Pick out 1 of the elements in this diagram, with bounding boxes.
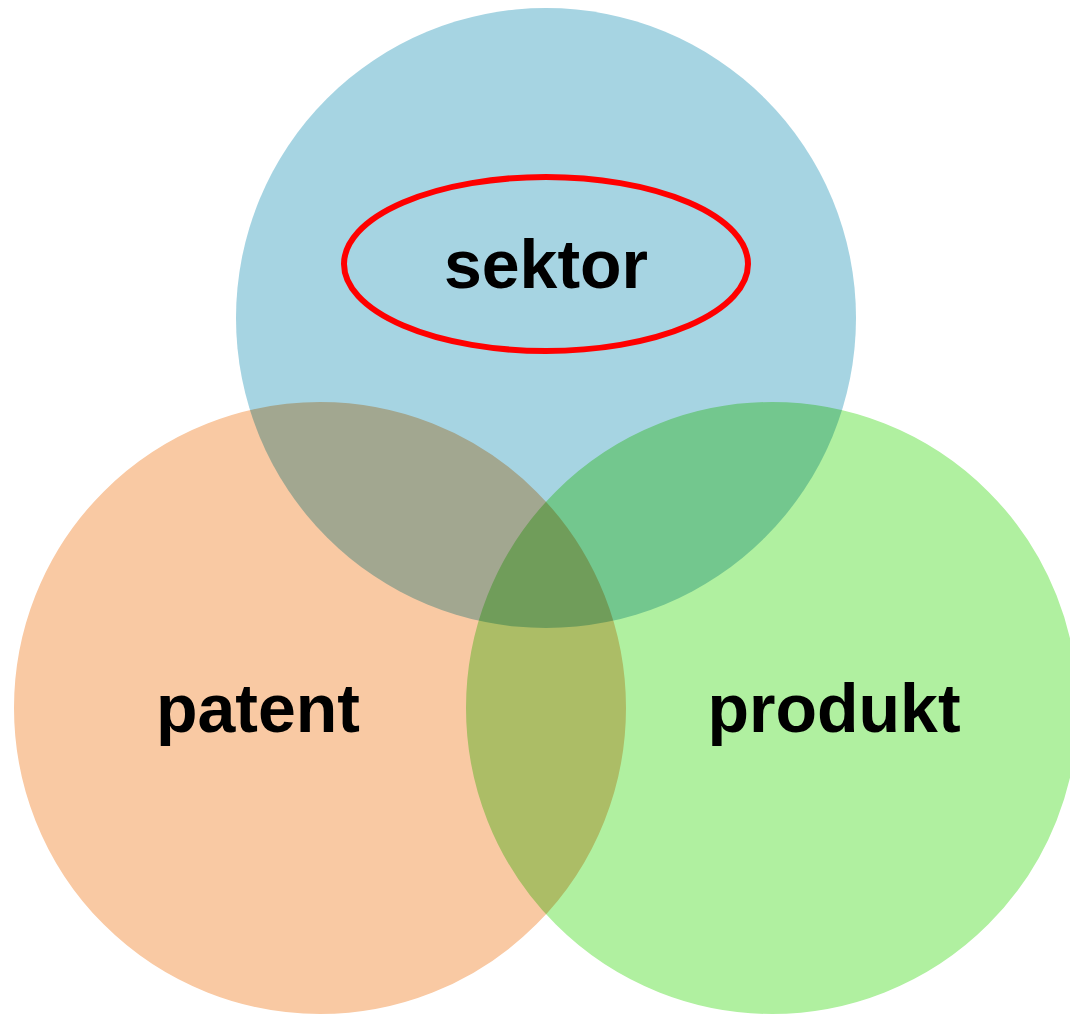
circle-label: sektor [443,230,649,298]
